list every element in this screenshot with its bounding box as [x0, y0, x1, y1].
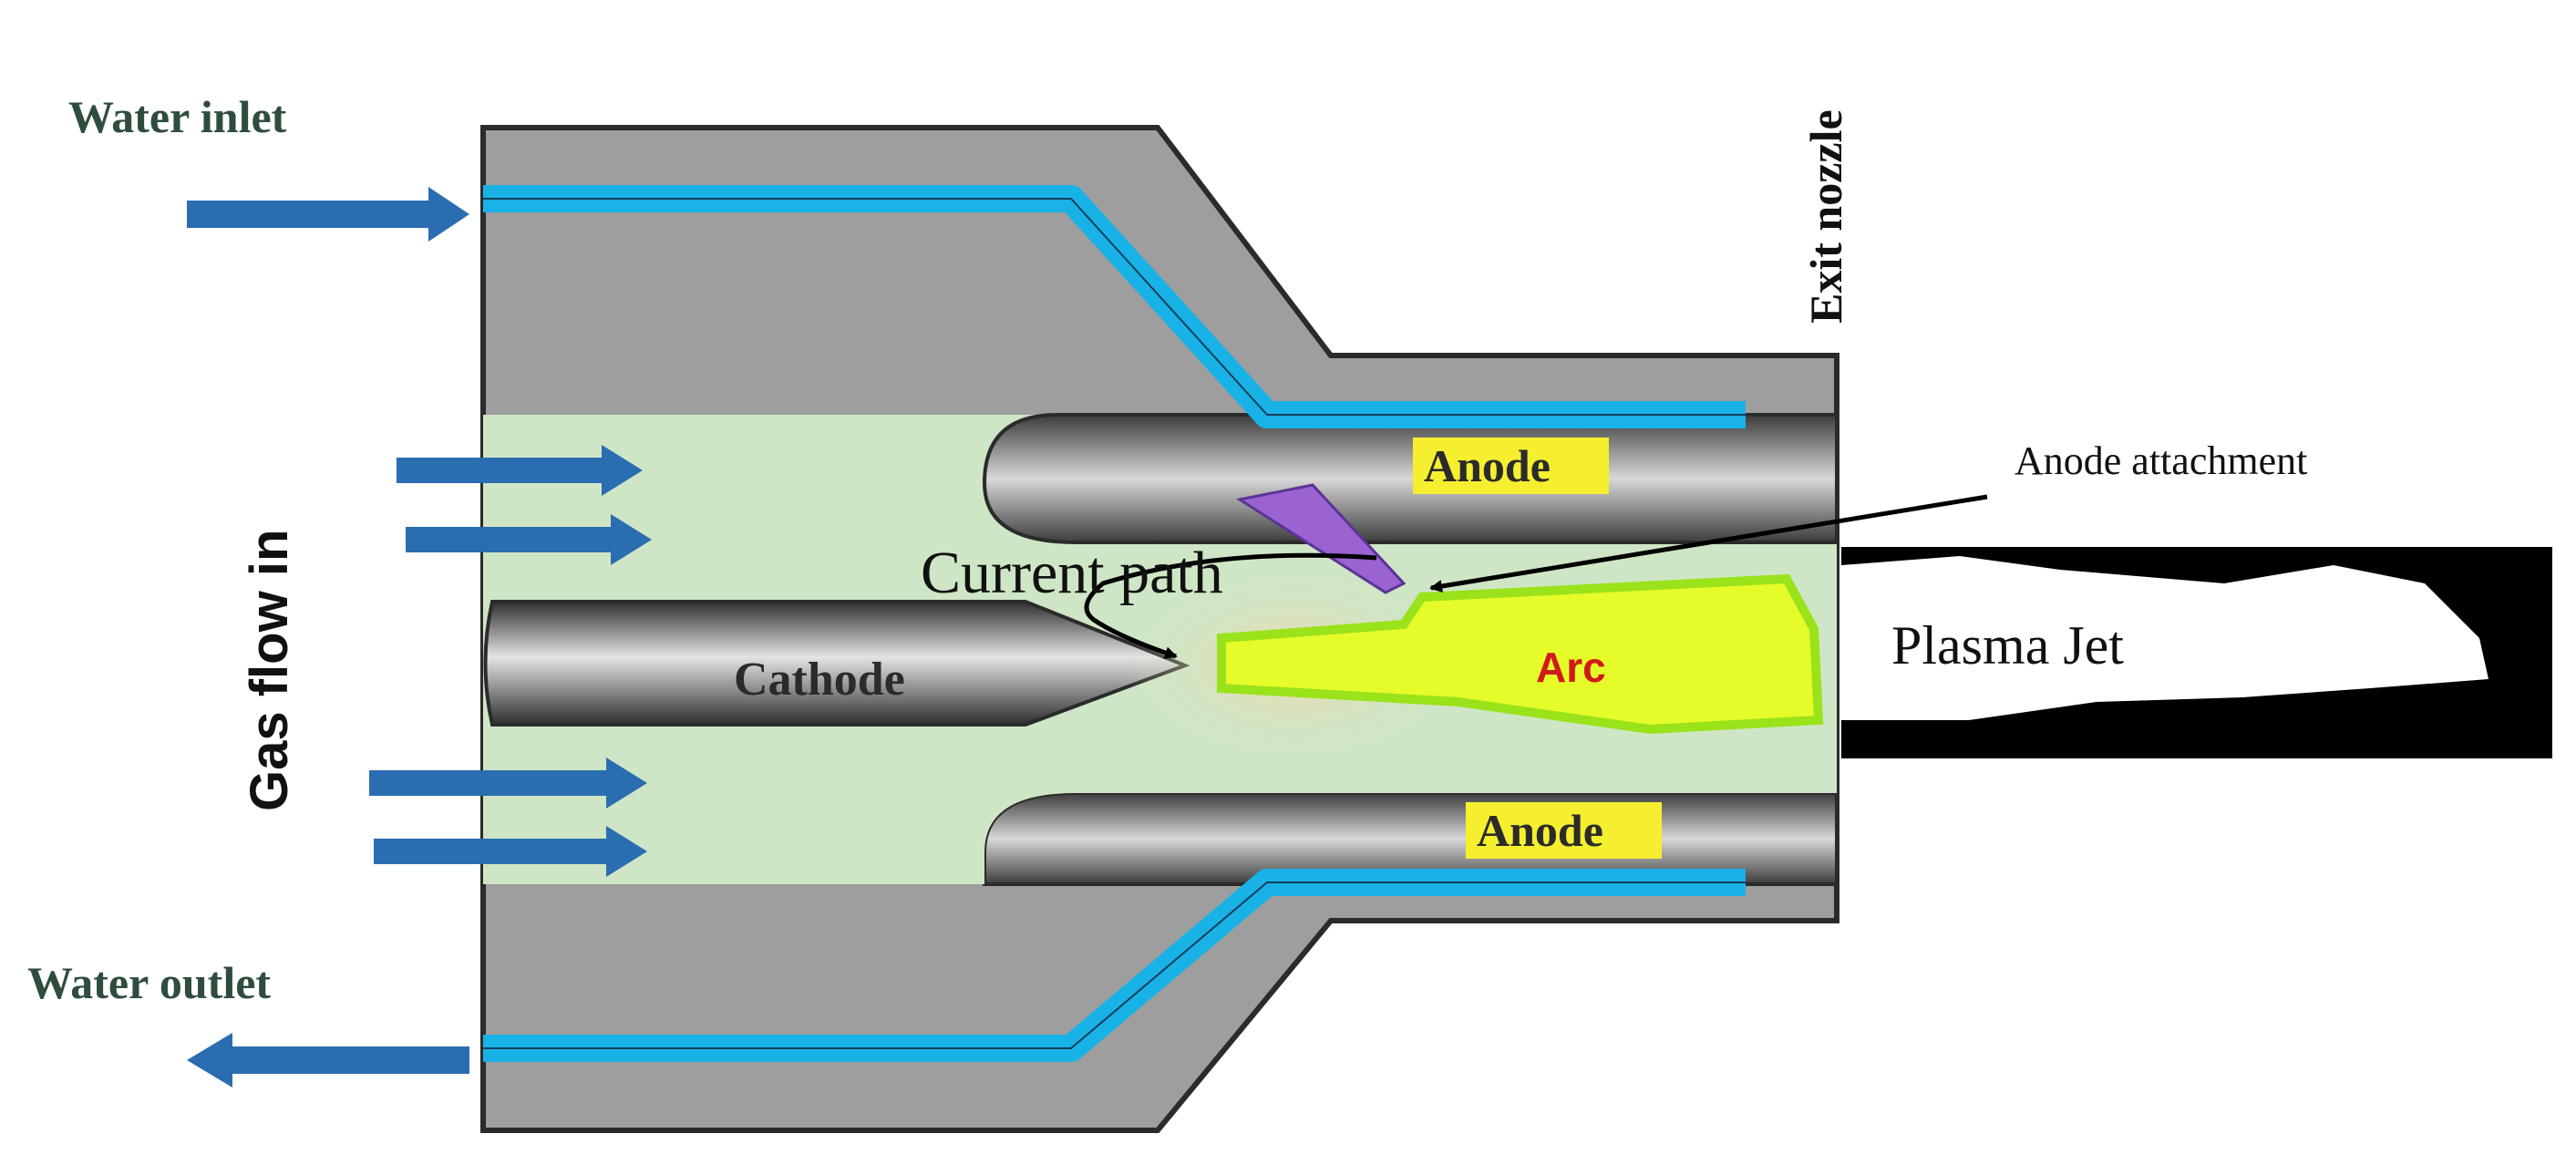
gas-region-lower: [483, 757, 1837, 884]
anode-bottom-label: Anode: [1477, 805, 1603, 856]
gas-flow-arrows: [369, 445, 652, 877]
gas-arrow-icon: [406, 514, 652, 565]
anode-top-body: [982, 413, 1839, 544]
water-outlet-arrow-icon: [187, 1033, 469, 1087]
cathode-body: [483, 600, 1190, 727]
gas-arrow-icon: [369, 758, 647, 809]
anode-attachment-label: Anode attachment: [2014, 438, 2307, 483]
gas-arrow-icon: [397, 445, 643, 496]
current-path-label: Current path: [921, 540, 1223, 606]
anode-bottom-highlight: [1466, 802, 1662, 859]
gas-flow-in-label: Gas flow in: [240, 530, 299, 811]
gas-arrow-icon: [374, 826, 647, 877]
water-inlet-arrow-icon: [187, 187, 469, 242]
attachment-marker: [1236, 483, 1406, 594]
arc-region: [1217, 573, 1824, 735]
current-path-curve: [1084, 552, 1377, 659]
anode-attachment-pointer: [1429, 494, 1988, 593]
anode-top-label: Anode: [1424, 440, 1551, 491]
water-outlet-label: Water outlet: [27, 957, 271, 1008]
water-inlet-label: Water inlet: [68, 91, 287, 142]
arc-label: Arc: [1536, 644, 1606, 691]
exit-nozzle-label: Exit nozzle: [1800, 109, 1851, 324]
plasma-jet-label: Plasma Jet: [1891, 615, 2124, 675]
plasma-jet-plume: [1841, 556, 2488, 720]
cathode-label: Cathode: [734, 654, 905, 706]
anode-top-highlight: [1413, 438, 1609, 494]
